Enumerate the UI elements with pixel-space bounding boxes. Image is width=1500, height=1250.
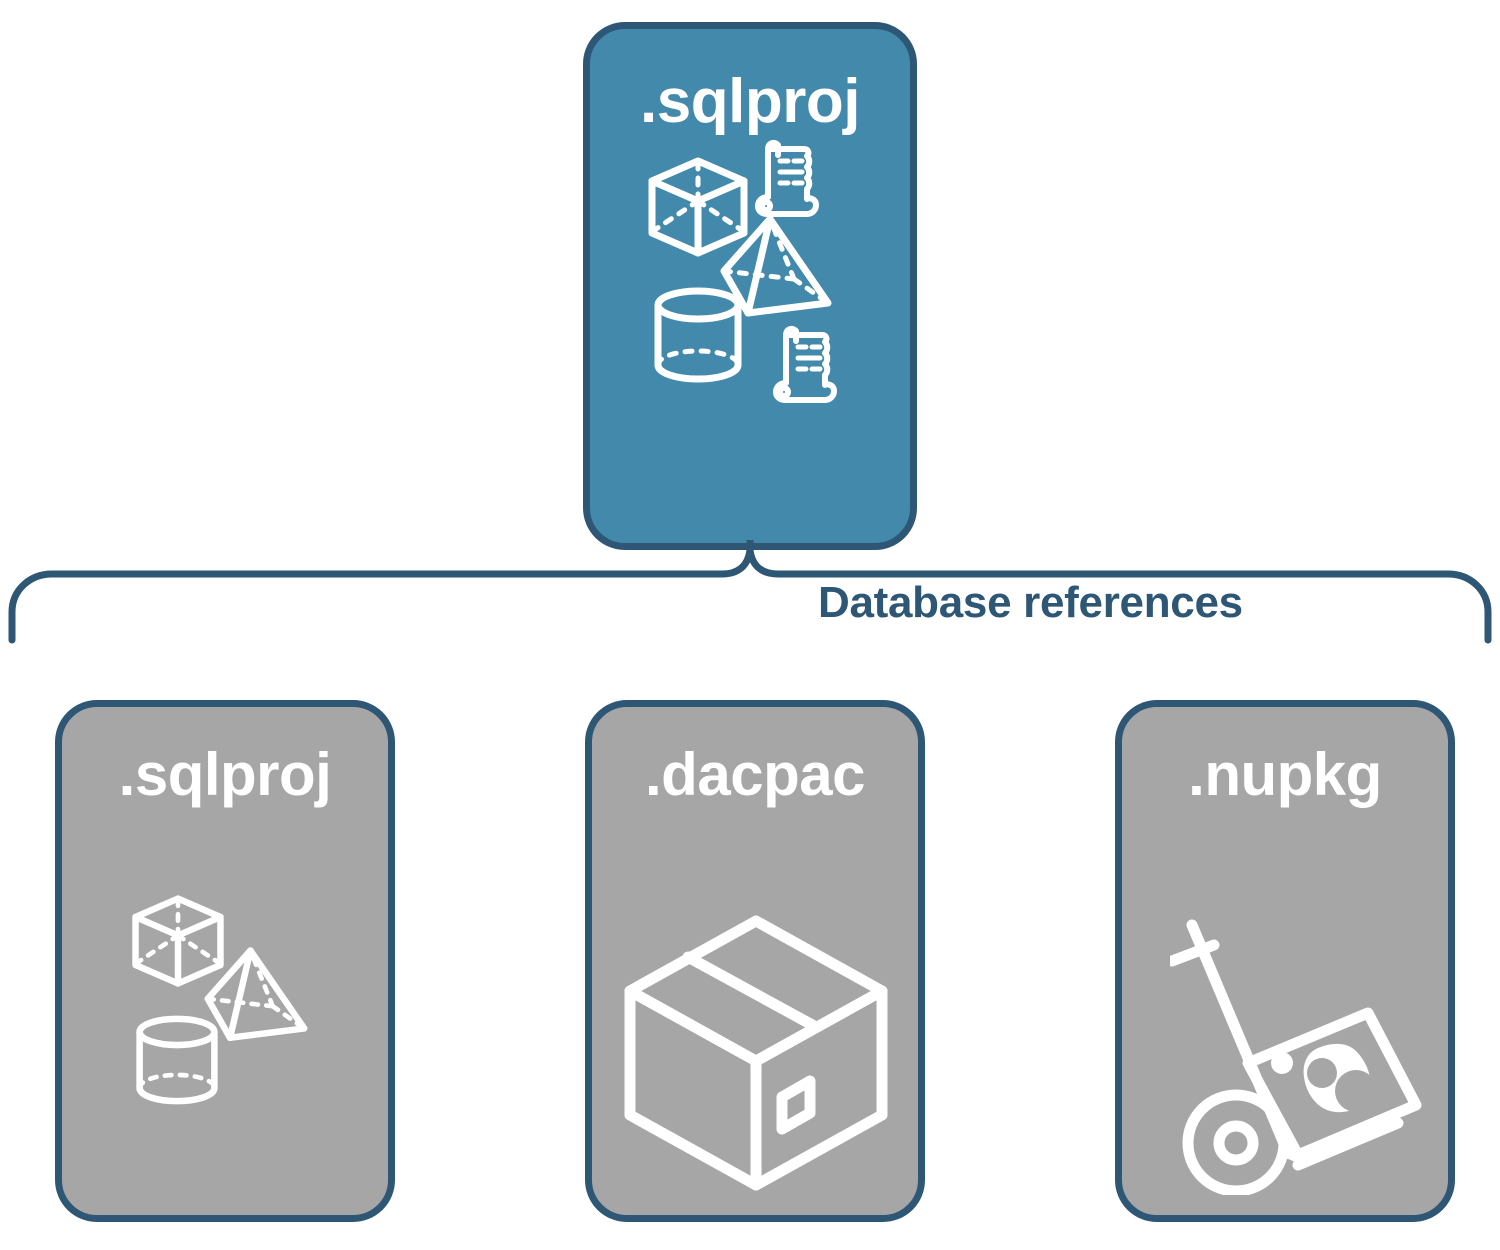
package-box-icon — [624, 915, 888, 1191]
bracket-label: Database references — [818, 578, 1243, 627]
cylinder-icon — [654, 287, 742, 383]
card-sqlproj-title: .sqlproj — [118, 741, 332, 808]
card-dacpac-title: .dacpac — [645, 741, 865, 808]
card-child-nupkg[interactable]: .nupkg — [1115, 700, 1455, 1222]
hand-truck-icon — [1170, 919, 1422, 1195]
card-root-icon-group — [590, 133, 910, 543]
card-nupkg-icon-group — [1122, 805, 1448, 1215]
cylinder-icon — [136, 1015, 218, 1105]
card-root-title: .sqlproj — [640, 67, 860, 136]
card-root-sqlproj[interactable]: .sqlproj — [583, 22, 917, 550]
card-child-dacpac[interactable]: .dacpac — [585, 700, 925, 1222]
card-dacpac-icon-group — [592, 805, 918, 1215]
scroll-icon — [773, 325, 837, 403]
scroll-icon — [755, 139, 819, 217]
card-nupkg-title: .nupkg — [1188, 741, 1382, 808]
cube-icon — [132, 895, 224, 987]
card-sqlproj-icon-group — [62, 805, 388, 1215]
pyramid-icon — [204, 947, 308, 1041]
card-child-sqlproj[interactable]: .sqlproj — [55, 700, 395, 1222]
pyramid-icon — [720, 215, 832, 317]
database-references-bracket — [8, 540, 1492, 644]
cube-icon — [648, 157, 748, 257]
